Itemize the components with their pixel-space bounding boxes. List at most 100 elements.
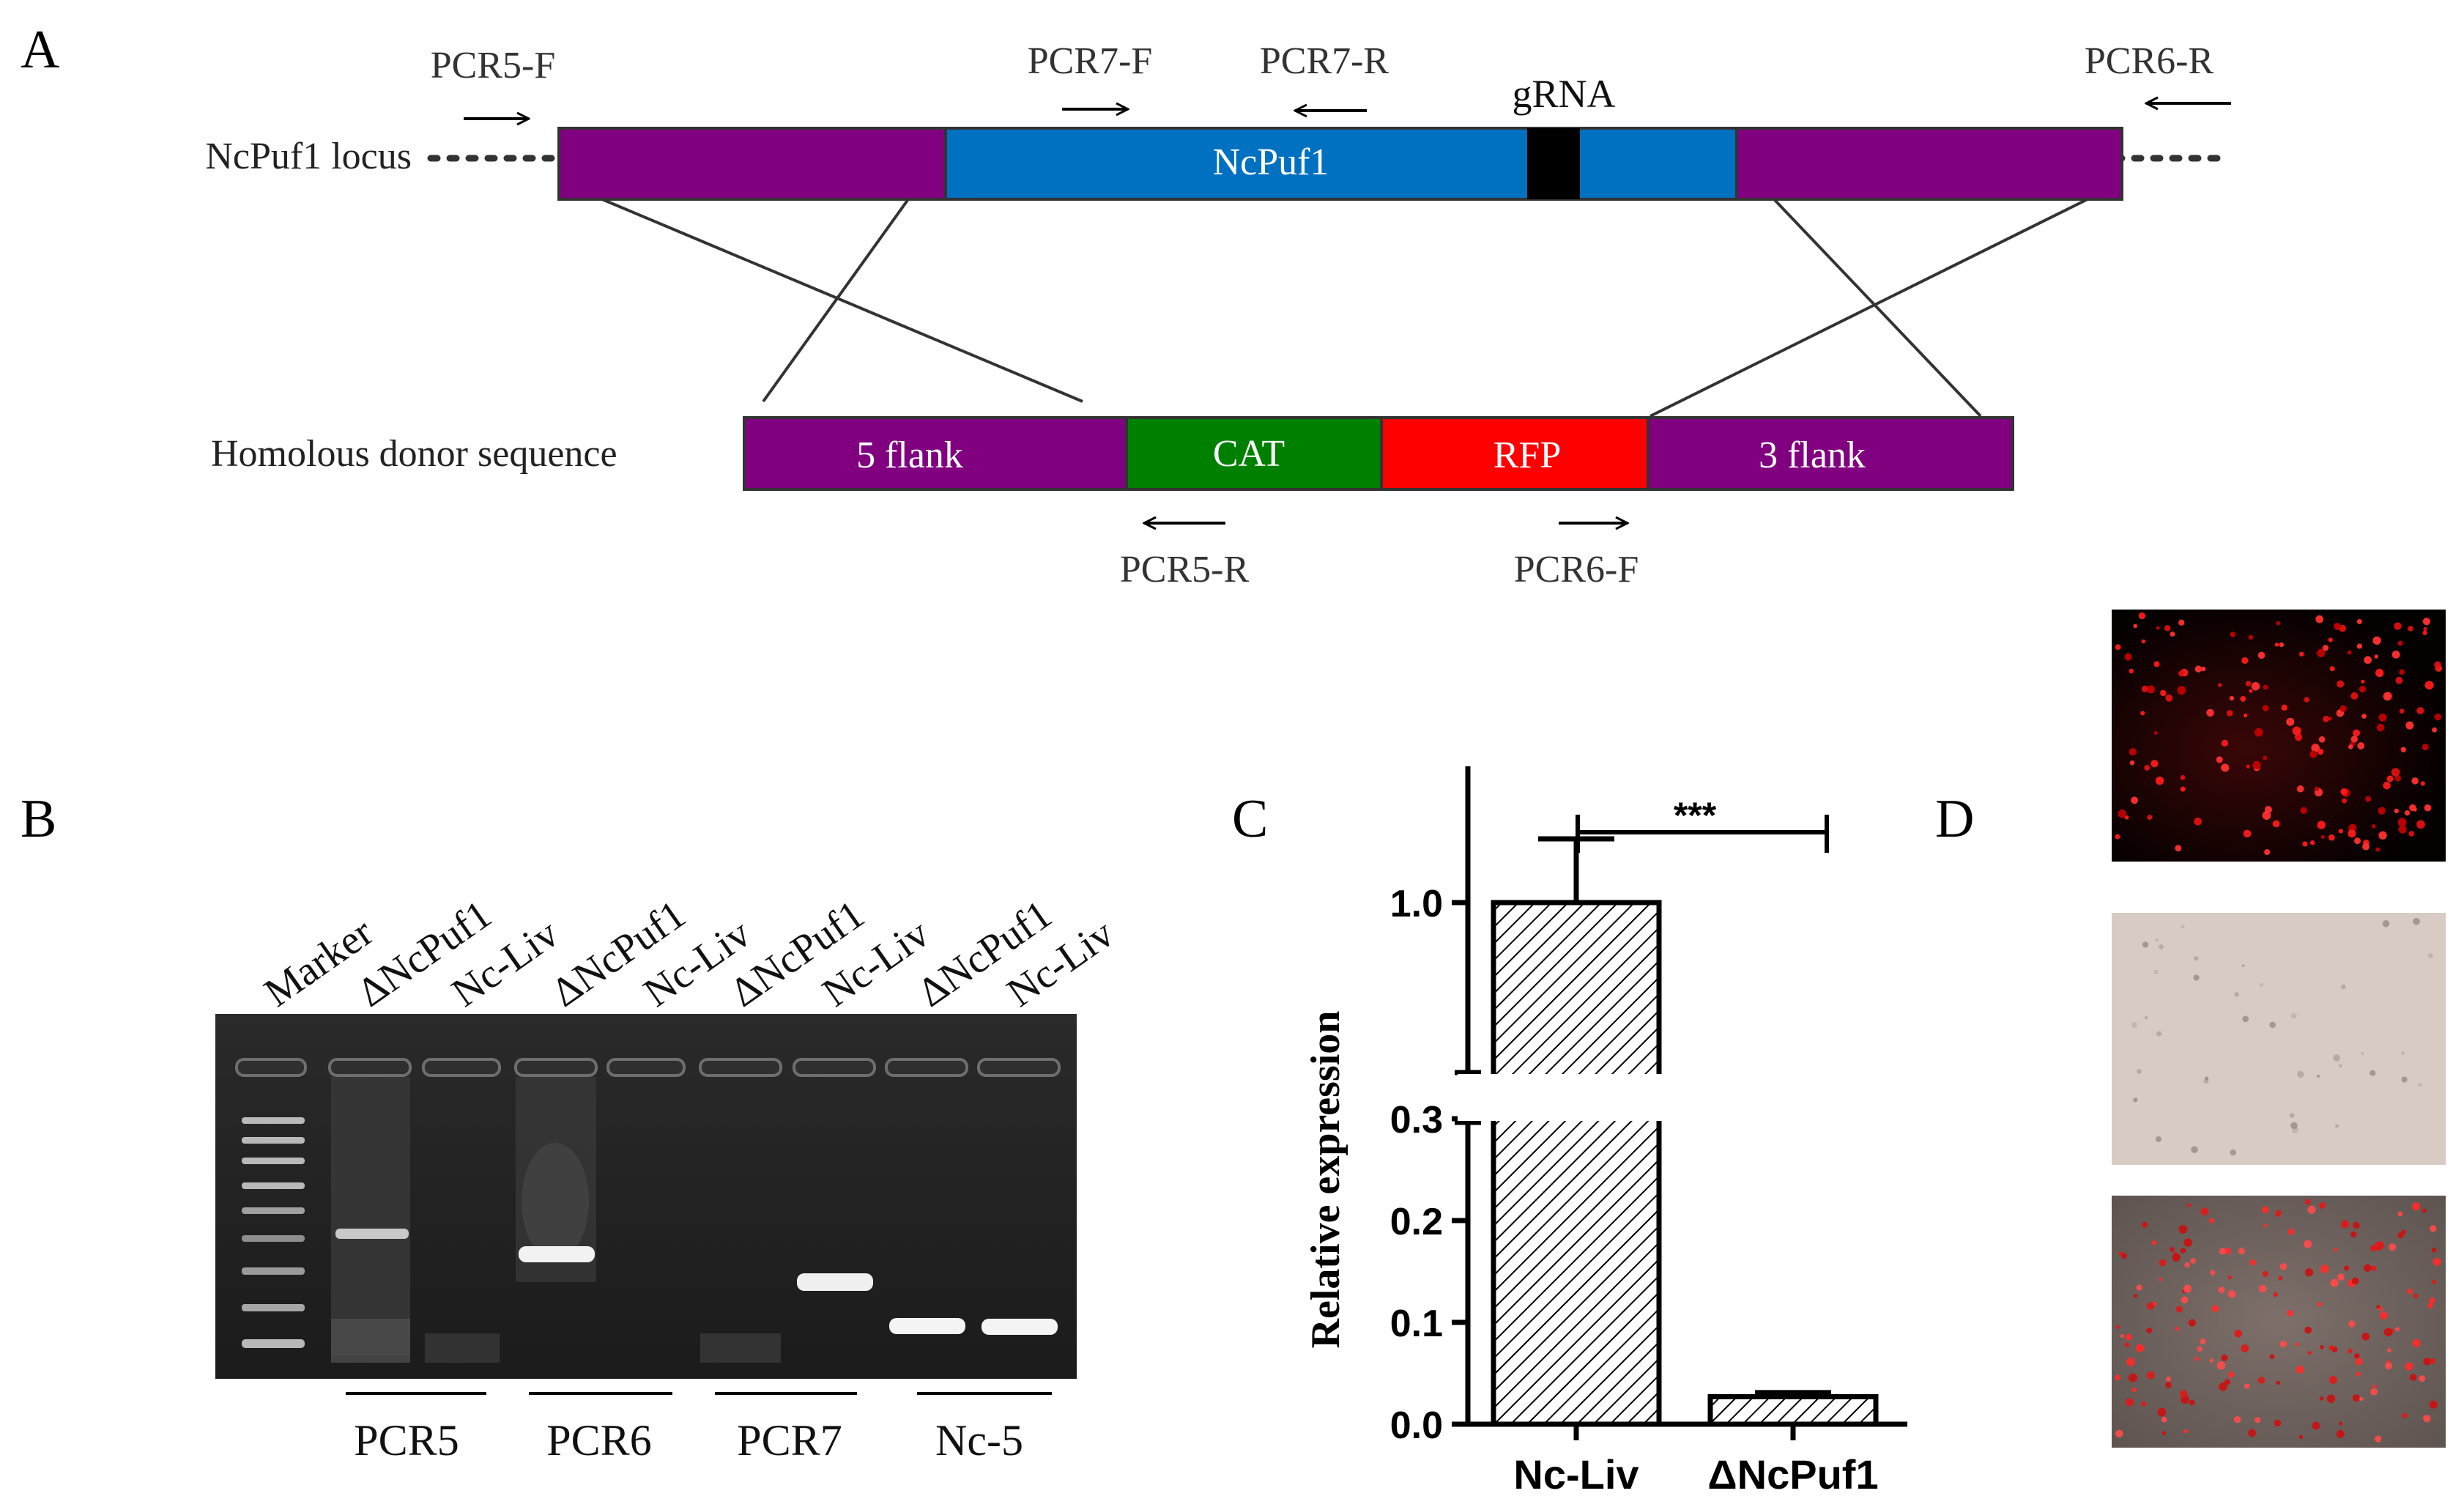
cell-dot [2304,1240,2312,1248]
cell-dot [2326,1394,2336,1403]
locus-flank-right [1735,127,2123,201]
cell-dot [2194,956,2199,961]
cell-dot [2295,1342,2299,1347]
cell-dot [2246,764,2250,769]
cell-dot [2151,760,2159,768]
cell-dot [2230,632,2236,637]
cell-dot [2126,1358,2135,1367]
cell-dot [2216,756,2223,763]
cell-dot [2156,1031,2162,1037]
cell-dot [2353,1221,2360,1229]
cell-dot [2341,984,2346,990]
grna-label: gRNA [1512,72,1615,116]
cell-dot [2115,644,2121,651]
recombination-lines [601,198,2088,418]
cell-dot [2221,1354,2228,1361]
cell-dot [2125,1398,2134,1407]
cell-dot [2170,632,2175,637]
cell-dot [2240,696,2246,702]
cell-dot [2262,1270,2269,1278]
cell-dot [2279,1262,2287,1270]
cell-dot [2128,1373,2137,1382]
cell-dot [2340,788,2348,796]
cell-dot [2318,736,2326,743]
cell-dot [2233,1415,2241,1423]
cell-dot [2141,639,2146,644]
cell-dot [2279,1340,2287,1348]
cell-dot [2131,1022,2137,1028]
cell-dot [2133,1294,2138,1298]
cell-dot [2404,810,2411,816]
cell-dot [2287,1309,2294,1317]
cell-dot [2151,1240,2157,1245]
cell-dot [2227,1290,2236,1298]
cell-dot [2252,760,2261,769]
cell-dot [2391,768,2400,777]
cell-dot [2296,785,2304,793]
locus-label: NcPuf1 locus [205,136,412,177]
cell-dot [2339,1421,2343,1426]
cell-dot [2398,825,2407,834]
rfp-parasites [2115,612,2443,856]
cell-dot [2294,733,2303,741]
cell-dot [2180,1390,2188,1398]
cell-dot [2397,818,2407,827]
cell-dot [2423,1358,2431,1366]
y-tick-label: 0.1 [1390,1303,1443,1345]
gel-smears [331,1077,781,1363]
cell-dot [2386,1348,2391,1352]
cell-dot [2397,1232,2404,1239]
cell-dot [2131,1387,2137,1393]
cell-dot [2221,763,2230,772]
cell-dot [2175,1306,2183,1313]
cell-dot [2161,1416,2167,1423]
cell-dot [2383,692,2392,701]
cell-dot [2350,692,2359,700]
donor-cat-label: CAT [1213,433,1285,475]
cell-dot [2124,653,2132,661]
primer-pcr7-r-label: PCR7-R [1260,40,1389,82]
cell-dot [2147,815,2153,821]
cell-dot [2292,726,2301,736]
cell-dot [2243,713,2248,718]
cell-dot [2141,685,2149,693]
cell-dot [2304,1268,2314,1277]
cell-dot [2209,1358,2213,1363]
cell-dot [2139,1345,2145,1351]
cell-dot [2434,713,2442,721]
cell-dot [2193,974,2200,981]
cell-dot [2146,1371,2155,1380]
cell-dot [2124,1342,2130,1347]
cell-dot [2431,1247,2437,1253]
cell-dot [2408,831,2415,837]
cell-dot [2427,1303,2433,1309]
y-tick-label: 1.0 [1390,883,1443,925]
cell-dot [2115,1429,2123,1438]
cell-dot [2340,1220,2350,1229]
cell-dot [2200,666,2206,672]
cell-dot [2433,1257,2441,1266]
donor-5-flank [743,416,1128,491]
cell-dot [2422,630,2427,635]
group-label-pcr5: PCR5 [354,1416,459,1465]
cell-dot [2400,747,2407,753]
cell-dot [2175,1326,2180,1331]
cell-dot [2177,686,2186,695]
cell-dot [2183,1238,2192,1247]
cell-dot [2317,821,2326,829]
cell-dot [2424,804,2432,812]
cell-dot [2248,1429,2256,1437]
cell-dot [2424,681,2434,690]
donor-label: Homolous donor sequence [211,433,617,475]
cell-dot [2138,612,2146,620]
cell-dot [2156,626,2160,630]
cell-dot [2243,829,2252,838]
cell-dot [2298,1434,2304,1440]
cell-dot [2120,1334,2124,1338]
cell-dot [2409,804,2416,812]
cell-dot [2165,694,2173,702]
primer-pcr6-f-label: PCR6-F [1514,549,1639,590]
cell-dot [2262,811,2271,820]
cell-dot [2359,686,2367,693]
